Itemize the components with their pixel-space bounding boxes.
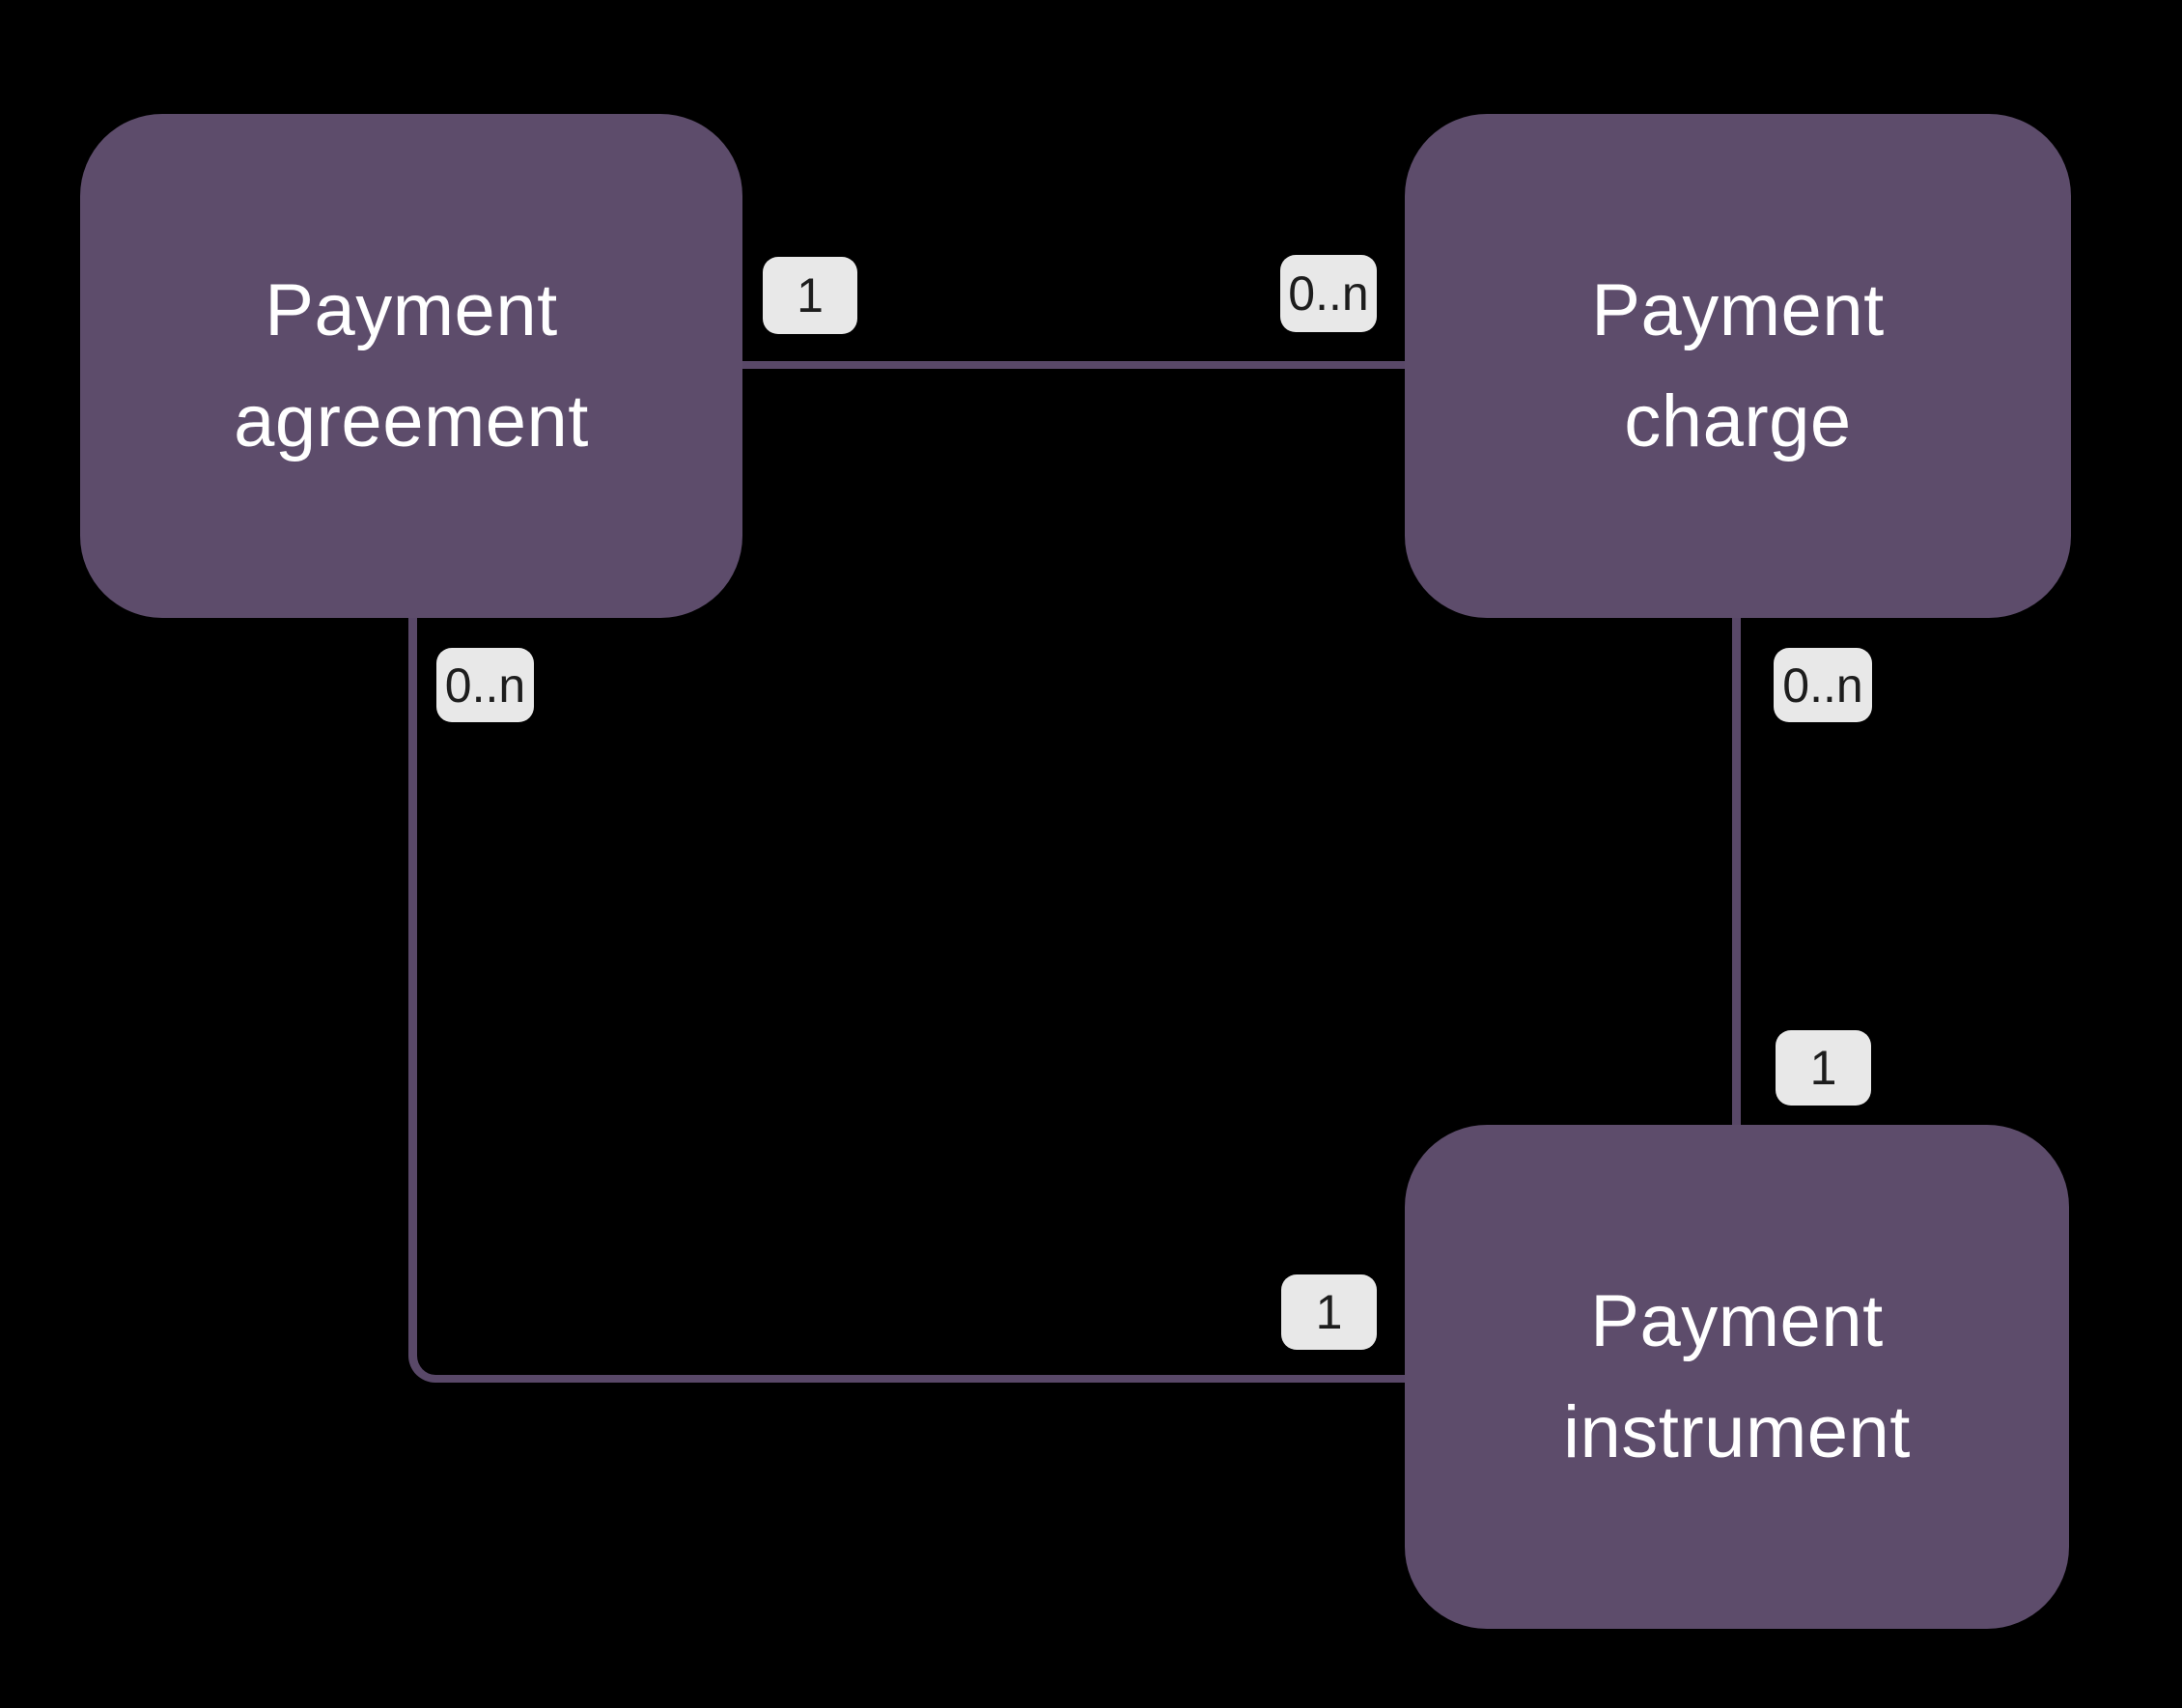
node-label-line: Payment: [265, 269, 558, 351]
cardinality-badge-instrument-side: 1: [1281, 1274, 1377, 1350]
edge-agreement-to-instrument: [408, 618, 1405, 1383]
cardinality-badge-charge-side: 0..n: [1280, 255, 1377, 332]
node-label-line: agreement: [234, 380, 589, 462]
node-label-line: Payment: [1590, 1280, 1884, 1362]
cardinality-badge-charge-bottom: 0..n: [1774, 648, 1872, 722]
cardinality-badge-agreement-side: 1: [763, 257, 857, 334]
node-payment-agreement: Payment agreement: [80, 114, 742, 618]
node-payment-instrument: Payment instrument: [1405, 1125, 2069, 1629]
cardinality-badge-instrument-top: 1: [1776, 1030, 1871, 1106]
node-payment-charge: Payment charge: [1405, 114, 2071, 618]
node-label-line: instrument: [1563, 1391, 1911, 1473]
cardinality-badge-agreement-bottom: 0..n: [436, 648, 534, 722]
edge-agreement-to-charge: [742, 361, 1405, 369]
edge-charge-to-instrument: [1732, 618, 1741, 1125]
node-label-line: charge: [1624, 380, 1852, 462]
node-label-line: Payment: [1591, 269, 1885, 351]
